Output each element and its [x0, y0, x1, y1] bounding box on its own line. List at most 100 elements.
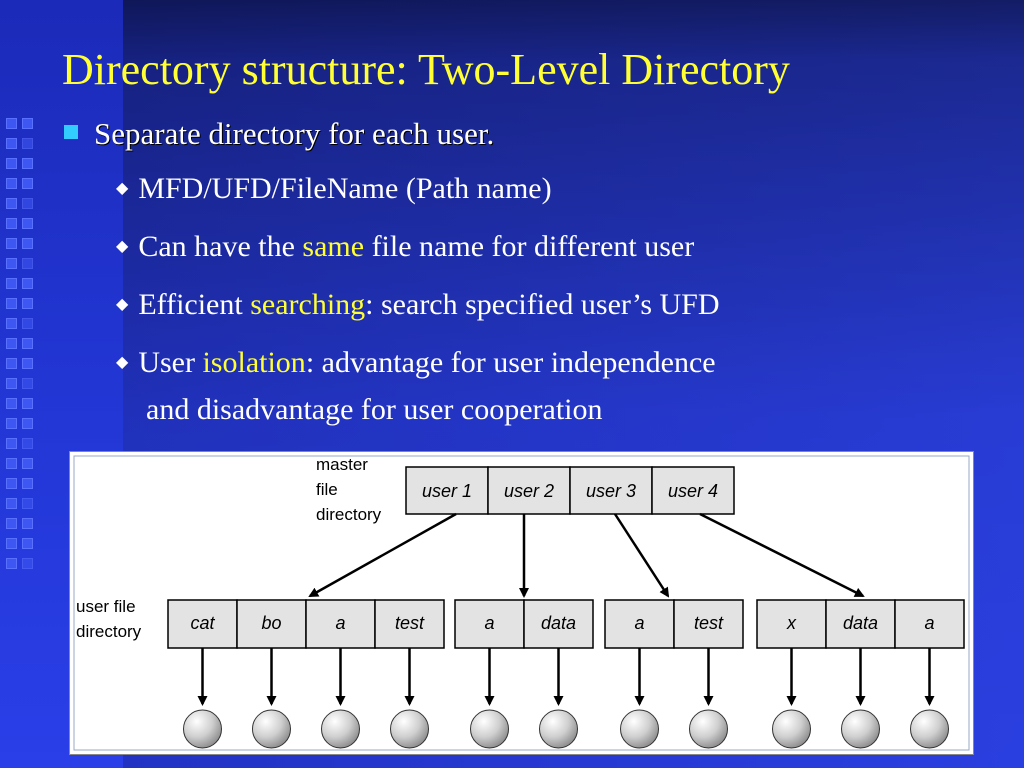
decorative-square — [22, 178, 33, 189]
diamond-bullet-icon: ◆ — [116, 354, 129, 371]
decorative-square — [6, 538, 17, 549]
decorative-square — [6, 378, 17, 389]
file-node — [252, 709, 291, 749]
decorative-square — [6, 138, 17, 149]
sub-bullet-2: ◆Can have the same file name for differe… — [116, 230, 695, 263]
decorative-square — [22, 298, 33, 309]
ufd-cell — [523, 599, 594, 649]
decorative-square — [22, 278, 33, 289]
decorative-square — [6, 318, 17, 329]
mfd-label: master file directory — [316, 455, 382, 524]
decorative-square — [22, 398, 33, 409]
decorative-square — [22, 498, 33, 509]
mfd-label-line: master — [316, 455, 368, 474]
decorative-square — [6, 418, 17, 429]
ufd-cell — [374, 599, 445, 649]
decorative-square — [22, 478, 33, 489]
file-node — [321, 709, 360, 749]
mfd-to-ufd-arrow — [308, 512, 457, 598]
diamond-bullet-icon: ◆ — [116, 238, 129, 255]
decorative-square — [22, 138, 33, 149]
decorative-square — [6, 458, 17, 469]
diagram-panel: master file directory user file directory u… — [69, 451, 974, 755]
decorative-square — [6, 158, 17, 169]
slide-title: Directory structure: Two-Level Directory — [62, 45, 790, 94]
decorative-square — [22, 198, 33, 209]
decorative-square — [6, 338, 17, 349]
decorative-square — [6, 218, 17, 229]
file-node — [910, 709, 949, 749]
ufd-cell-label: cat — [190, 613, 215, 633]
mfd-label-line: file — [316, 480, 338, 499]
decorative-square — [22, 358, 33, 369]
mfd-cell-label: user 1 — [422, 481, 472, 501]
mfd-cell — [651, 466, 735, 515]
mfd-cell-label: user 3 — [586, 481, 636, 501]
decorative-square — [6, 258, 17, 269]
decorative-square — [22, 258, 33, 269]
decorative-square — [22, 458, 33, 469]
decorative-square — [6, 558, 17, 569]
sub-bullet-3: ◆Efficient searching: search specified u… — [116, 288, 720, 321]
file-node — [620, 709, 659, 749]
square-bullet-icon — [64, 125, 78, 139]
highlight-isolation: isolation — [202, 346, 306, 379]
decorative-square — [22, 318, 33, 329]
sub-bullet-4: ◆User isolation: advantage for user inde… — [116, 346, 716, 379]
file-nodes — [183, 648, 949, 749]
ufd-cell — [894, 599, 965, 649]
highlight-same: same — [302, 230, 365, 263]
decorative-square — [6, 198, 17, 209]
mfd-row: user 1 user 2 user 3 user 4 — [405, 466, 735, 515]
decorative-square — [6, 518, 17, 529]
decorative-square — [22, 118, 33, 129]
mfd-to-ufd-arrow — [699, 512, 865, 598]
ufd-cell — [236, 599, 307, 649]
mfd-cell — [405, 466, 489, 515]
decorative-square — [6, 278, 17, 289]
decorative-square — [22, 338, 33, 349]
file-node — [689, 709, 728, 749]
mfd-cell-label: user 4 — [668, 481, 718, 501]
ufd-cell-label: test — [395, 613, 425, 633]
mfd-cell — [569, 466, 653, 515]
ufd-cell-label: a — [634, 613, 644, 633]
ufd-cell — [604, 599, 675, 649]
decorative-square — [6, 358, 17, 369]
main-bullet-text: Separate directory for each user. — [94, 116, 495, 151]
file-node — [470, 709, 509, 749]
ufd-group: cat bo a test — [167, 599, 445, 649]
ufd-cell-label: bo — [261, 613, 281, 633]
ufd-label-line: user file — [76, 597, 136, 616]
ufd-cell-label: a — [924, 613, 934, 633]
decorative-square — [22, 418, 33, 429]
diamond-bullet-icon: ◆ — [116, 180, 129, 197]
decorative-square — [6, 298, 17, 309]
two-level-directory-diagram: master file directory user file directory u… — [73, 455, 970, 751]
file-node — [539, 709, 578, 749]
main-bullet: Separate directory for each user. — [64, 116, 494, 152]
decorative-square — [6, 478, 17, 489]
decorative-square — [22, 218, 33, 229]
decorative-square — [6, 118, 17, 129]
decorative-square — [22, 518, 33, 529]
decorative-square — [6, 438, 17, 449]
decorative-square — [22, 238, 33, 249]
file-node — [183, 709, 222, 749]
ufd-cell-label: data — [843, 613, 878, 633]
file-node — [841, 709, 880, 749]
sub-bullet-4-continuation: and disadvantage for user cooperation — [146, 393, 603, 426]
left-decorative-band — [0, 0, 123, 768]
decorative-square — [6, 238, 17, 249]
sub-bullet-1: ◆MFD/UFD/FileName (Path name) — [116, 172, 552, 205]
ufd-cell-label: a — [335, 613, 345, 633]
mfd-to-ufd-arrow — [613, 513, 670, 598]
file-node — [772, 709, 811, 749]
mfd-label-line: directory — [316, 505, 382, 524]
highlight-searching: searching — [250, 288, 366, 321]
mfd-cell-label: user 2 — [504, 481, 554, 501]
